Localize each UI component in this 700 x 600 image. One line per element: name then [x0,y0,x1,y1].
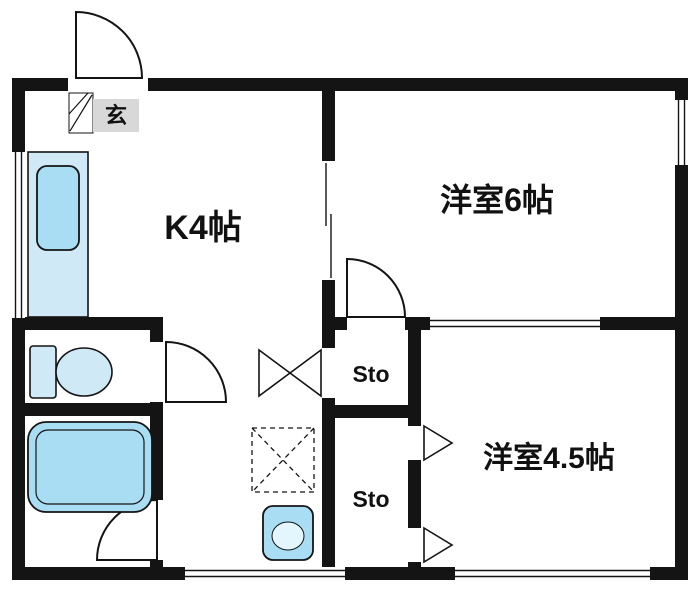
window-bottom-left-base [185,567,345,580]
wall-storage-left-lower [322,398,335,567]
window-room-divider [430,317,600,330]
window-left-base [12,152,25,318]
washbasin-bowl [271,521,305,551]
appliance-space-cross [251,427,315,493]
wall-bath-right-upper [150,416,163,500]
window-left [12,152,25,318]
fixtures [27,92,315,561]
bifold-door-storage-west [258,348,292,398]
entrance-label-bg [93,99,139,132]
bifold-door-storage-west [288,348,322,398]
label-western-room-6: 洋室6帖 [440,182,554,218]
label-storage-upper: Sto [352,361,389,387]
wall-top-main [148,78,688,91]
label-storage-lower: Sto [352,486,389,512]
toilet-tank [29,345,57,399]
windows [12,100,688,580]
toilet [29,345,113,399]
wall-storage-right-1 [408,330,421,426]
wall-storage-left-upper [322,330,335,348]
window-right [675,100,688,165]
window-bottom-right-base [455,567,650,580]
wall-toilet-top [12,317,163,330]
kitchen-counter [27,151,89,318]
window-right-base [675,100,688,165]
wall-storage-divider [322,405,421,418]
folding-door-storage-east-upper [423,424,454,462]
wall-kitchen-room6-lower [322,280,335,330]
window-bottom-right [455,567,650,580]
appliance-space-cross [251,427,315,493]
labels: 玄 K4帖 洋室6帖 洋室4.5帖 Sto Sto [105,103,615,512]
entrance-door-swing [75,10,144,79]
wall-toilet-right-upper [150,317,163,342]
folding-door-storage-east-lower [423,526,454,564]
wall-storage-right-3 [408,562,421,567]
entrance-step [68,92,94,134]
label-entrance: 玄 [105,103,127,128]
window-room-divider-base [430,317,600,330]
toilet-door-swing [165,340,228,403]
label-western-room-45: 洋室4.5帖 [483,441,615,475]
bathtub-inner [35,429,145,505]
window-bottom-left [185,567,345,580]
wall-toilet-bath-divider [12,403,163,416]
wall-bath-right-lower [150,560,163,567]
wall-top-left [12,78,68,91]
entrance-step-hatch [68,92,89,115]
room6-door-swing [346,257,407,318]
toilet-bowl [55,347,113,397]
kitchen-sink [36,165,80,251]
doors [75,10,454,564]
bathtub [27,421,153,513]
label-kitchen: K4帖 [164,209,241,247]
wall-kitchen-room6-upper [322,91,335,161]
wall-room6-bottom-stub [335,317,347,330]
washbasin [262,505,314,561]
entrance-step-hatch [69,94,93,132]
wall-storage-right-2 [408,460,421,528]
bathtub-body [27,421,153,513]
appliance-space [251,427,315,493]
sliding-door-kitchen-room6 [325,163,332,278]
appliance-space-box [251,427,315,493]
